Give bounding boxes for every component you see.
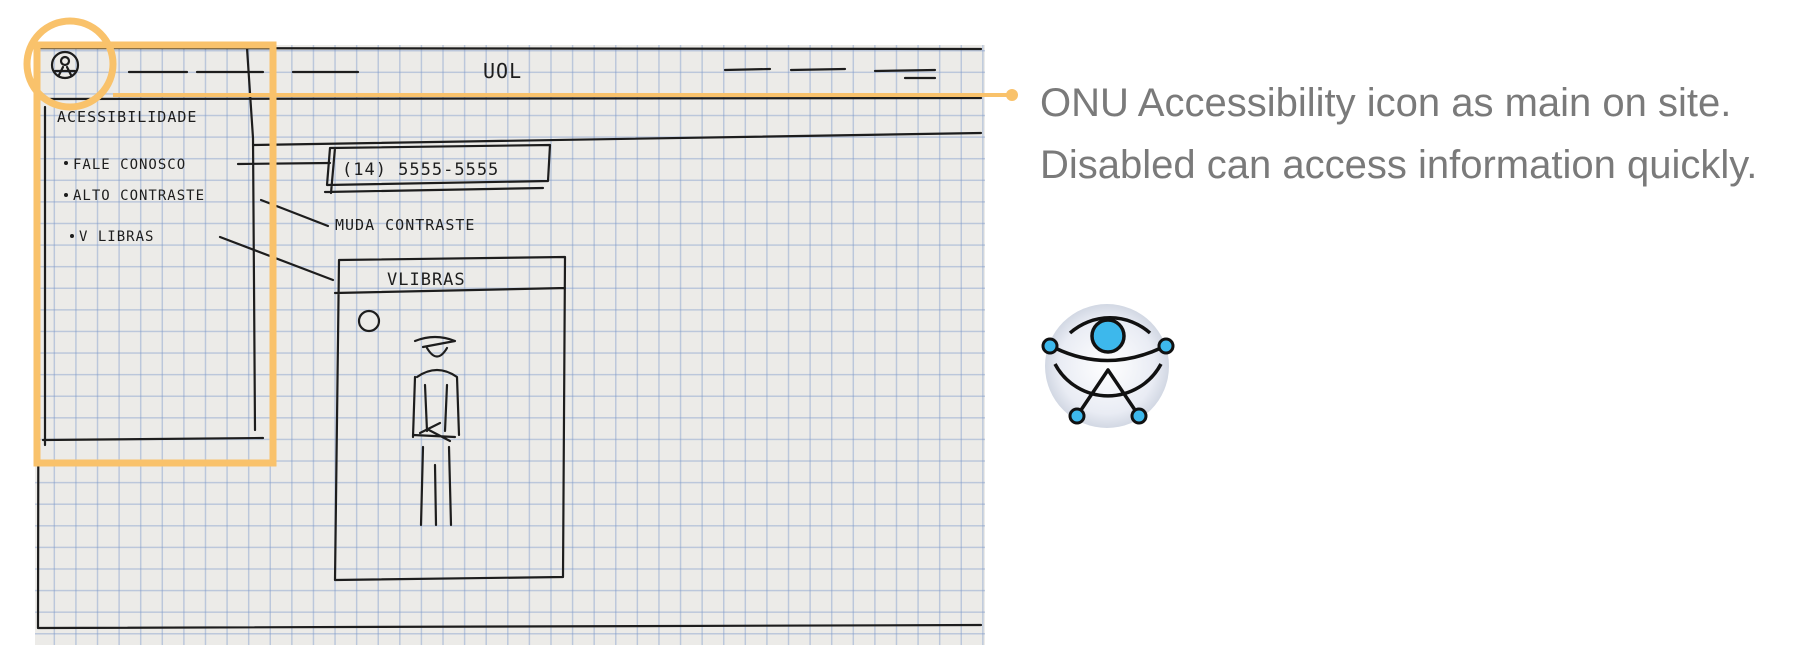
- signer-figure-icon: [411, 335, 461, 527]
- vlibras-close-icon: [357, 309, 381, 333]
- annotation-text: ONU Accessibility icon as main on site. …: [1040, 81, 1758, 187]
- vlibras-panel: [333, 255, 567, 582]
- sidebar-title: ACESSIBILIDADE: [57, 108, 197, 126]
- phone-number: (14) 5555-5555: [342, 160, 499, 180]
- connector-phone: [236, 161, 332, 166]
- wireframe-sketch: UOL ACESSIBILIDADE FALE CONOSCO ALTO CON…: [35, 45, 985, 645]
- sidebar-item-alto-contraste: ALTO CONTRASTE: [73, 188, 205, 204]
- header-divider: [39, 96, 983, 101]
- connector-vlibras: [218, 235, 335, 282]
- sidebar-item-vlibras: V LIBRAS: [79, 229, 154, 245]
- content-top-line: [251, 131, 983, 147]
- sketch-drawing: UOL ACESSIBILIDADE FALE CONOSCO ALTO CON…: [36, 46, 983, 630]
- sketch-site-title: UOL: [483, 59, 522, 83]
- sketch-logo-icon: [50, 50, 80, 80]
- onu-accessibility-icon: [1041, 304, 1175, 428]
- callout-dot: [1006, 89, 1018, 101]
- vlibras-panel-title: VLIBRAS: [387, 270, 466, 290]
- contrast-note: MUDA CONTRASTE: [335, 216, 475, 234]
- phone-box: [323, 143, 552, 195]
- connector-contrast: [259, 198, 330, 228]
- sidebar-item-fale-conosco: FALE CONOSCO: [73, 157, 186, 173]
